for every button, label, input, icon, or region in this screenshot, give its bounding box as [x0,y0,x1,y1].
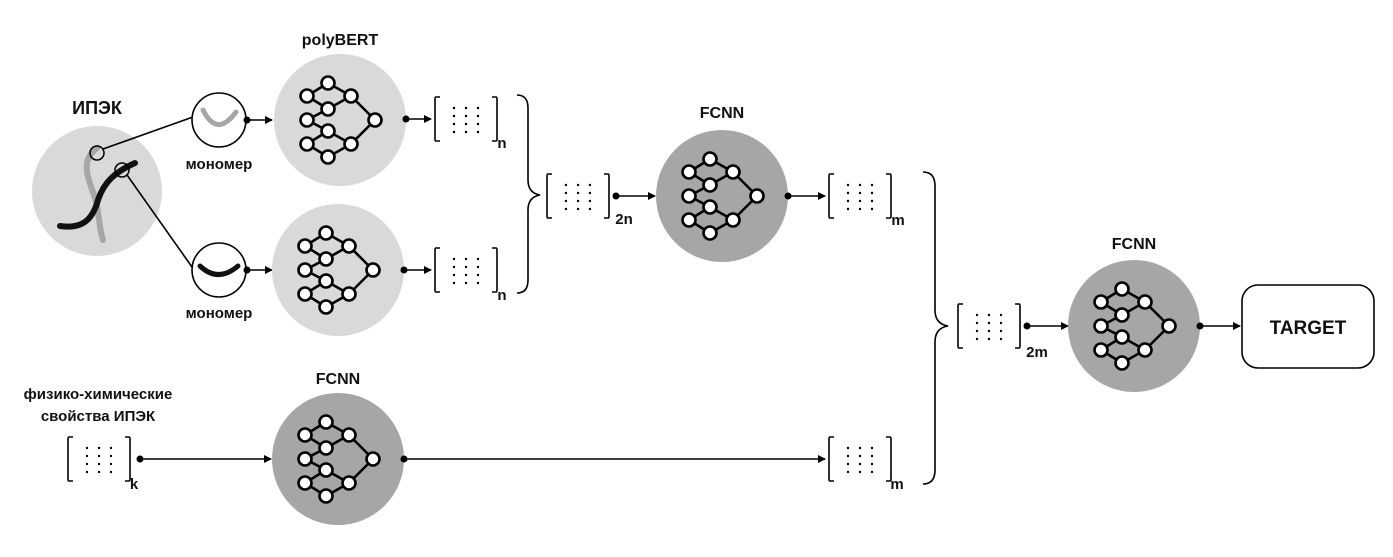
monomer-bottom-label: мономер [186,305,253,322]
zoom-line-bottom [126,174,193,268]
physchem-label-line1: физико-химические [24,386,173,403]
ipek-zoom-top-icon [89,145,105,161]
vector-m-mid [828,173,892,219]
ipek-zoom-bottom-icon [114,162,130,178]
vector-2n [546,173,610,219]
dim-n-top: n [497,135,506,152]
polybert-top-circle [274,54,406,186]
dim-m-bottom: m [890,476,903,493]
monomer-bottom-circle [191,242,247,298]
fcnn-right-label: FCNN [1112,236,1156,253]
fcnn-bottom-label: FCNN [316,371,360,388]
vector-m-bottom [828,436,892,482]
fcnn-bottom-circle [272,393,404,525]
dim-k: k [130,476,139,493]
dim-m-mid: m [891,212,904,229]
monomer-bottom-black-icon [197,263,241,277]
dim-n-bottom: n [497,287,506,304]
ipek-label: ИПЭК [72,98,123,118]
physchem-label-line2: свойства ИПЭК [41,408,156,425]
monomer-top-circle [191,92,247,148]
monomer-top-grey-icon [200,107,239,127]
concat-brace-n [516,94,541,294]
vector-n-top [434,96,498,142]
fcnn-mid-label: FCNN [700,105,744,122]
target-label: TARGET [1270,318,1347,339]
dim-2m: 2m [1026,344,1048,361]
dim-2n: 2n [615,211,633,228]
vector-k [67,436,131,482]
ipek-grey-chain-icon [83,145,106,243]
concat-brace-m [922,171,949,485]
polybert-label: polyBERT [302,32,379,49]
vector-2m [957,303,1021,349]
target-box [1241,284,1375,369]
ipek-black-chain-icon [57,160,138,230]
fcnn-right-circle [1068,260,1200,392]
monomer-top-label: мономер [186,156,253,173]
vector-n-bottom [434,247,498,293]
polybert-bottom-circle [272,204,404,336]
fcnn-mid-circle [656,130,788,262]
zoom-line-top [102,116,194,150]
